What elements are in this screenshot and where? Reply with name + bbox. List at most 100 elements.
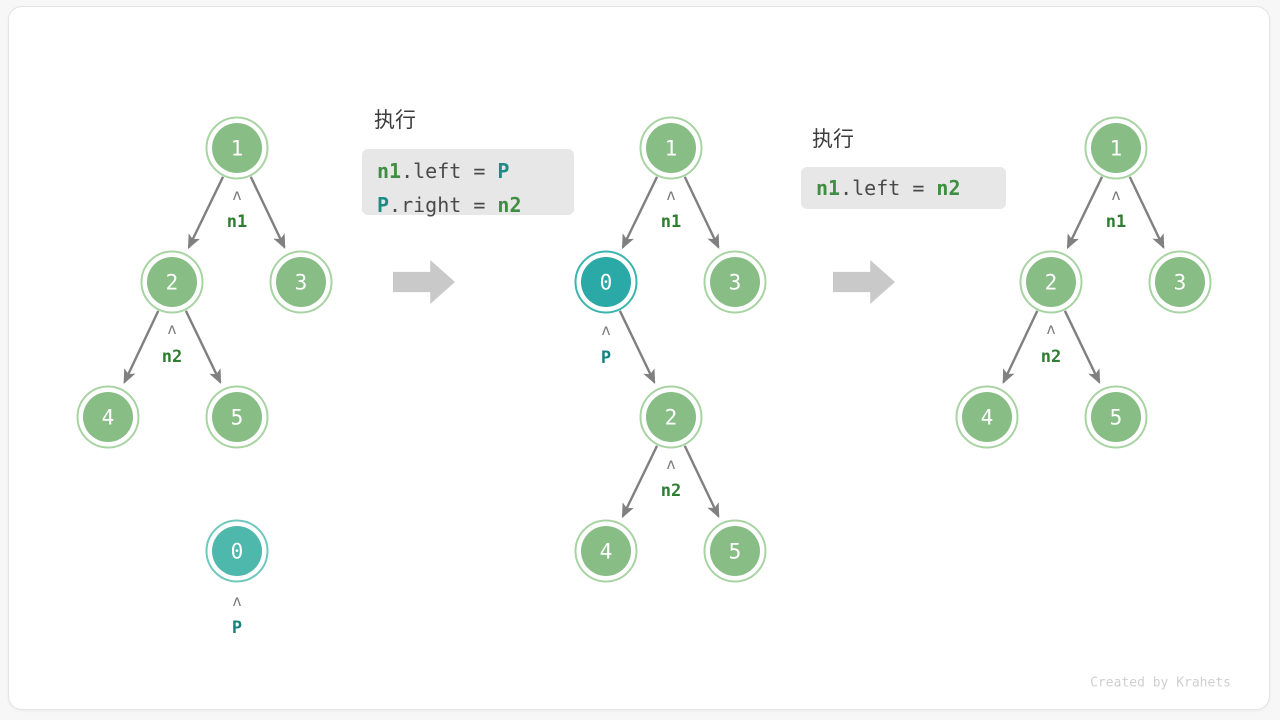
node-value: 2 — [166, 271, 179, 295]
tree-edge — [249, 176, 286, 249]
node-value: 2 — [665, 406, 678, 430]
pointer-caret-icon: ʌ — [167, 320, 176, 338]
node-value: 5 — [729, 540, 742, 564]
node-value: 0 — [231, 540, 244, 564]
node-value: 3 — [729, 271, 742, 295]
tree-node: 0 — [205, 519, 269, 583]
node-outer-ring — [703, 250, 767, 314]
pointer-caret-icon: ʌ — [666, 186, 675, 204]
tree-edge — [621, 176, 659, 250]
code-line: n1.left = P — [377, 159, 509, 183]
node-outer-ring — [205, 385, 269, 449]
tree-node: 5 — [1084, 385, 1148, 449]
tree-node: 1 — [205, 116, 269, 180]
pointer-label: n1 — [661, 212, 681, 232]
tree-edge — [683, 445, 720, 518]
node-outer-ring — [1148, 250, 1212, 314]
node-circle — [646, 392, 696, 442]
node-outer-ring — [639, 116, 703, 180]
node-outer-ring — [140, 250, 204, 314]
node-outer-ring — [1019, 250, 1083, 314]
flow-arrow-1 — [393, 260, 455, 304]
tree-edge — [621, 445, 659, 519]
tree-edge — [187, 176, 225, 250]
tree-node: 2 — [1019, 250, 1083, 314]
tree-edge — [184, 310, 222, 385]
tree-node: 0 — [574, 250, 638, 314]
tree-node: 4 — [76, 385, 140, 449]
node-value: 1 — [231, 137, 244, 161]
tree-node: 3 — [703, 250, 767, 314]
flow-arrow-2 — [833, 260, 895, 304]
node-value: 4 — [600, 540, 613, 564]
pointer-label: n1 — [227, 212, 247, 232]
tree-node: 2 — [639, 385, 703, 449]
pointer-label: P — [232, 618, 242, 638]
node-circle — [1155, 257, 1205, 307]
node-circle — [212, 526, 262, 576]
tree-node: 2 — [140, 250, 204, 314]
node-value: 4 — [981, 406, 994, 430]
tree-node: 4 — [574, 519, 638, 583]
tree-edge — [1002, 310, 1039, 384]
node-circle — [646, 123, 696, 173]
code-token: .right = — [389, 193, 497, 217]
node-circle — [581, 257, 631, 307]
tree-edge — [683, 176, 720, 249]
code-block — [362, 149, 574, 215]
credit-text: Created by Krahets — [1090, 676, 1231, 691]
tree-node: 3 — [269, 250, 333, 314]
node-outer-ring — [76, 385, 140, 449]
node-outer-ring — [955, 385, 1019, 449]
pointer-caret-icon: ʌ — [666, 455, 675, 473]
pointer-label: n2 — [1041, 347, 1061, 367]
node-value: 5 — [1110, 406, 1123, 430]
code-token: .left = — [840, 176, 936, 200]
tree-edge — [1128, 176, 1165, 249]
node-circle — [1091, 123, 1141, 173]
tree-node: 5 — [205, 385, 269, 449]
pointer-label: n2 — [162, 347, 182, 367]
tree-edge — [123, 310, 160, 384]
node-circle — [212, 123, 262, 173]
node-outer-ring — [574, 250, 638, 314]
node-outer-ring — [269, 250, 333, 314]
node-value: 3 — [1174, 271, 1187, 295]
tree-edge — [1066, 176, 1104, 250]
tree-node: 1 — [639, 116, 703, 180]
node-value: 1 — [665, 137, 678, 161]
pointer-caret-icon: ʌ — [601, 321, 610, 339]
pointer-caret-icon: ʌ — [1046, 320, 1055, 338]
node-circle — [581, 526, 631, 576]
node-value: 4 — [102, 406, 115, 430]
code-token: P — [497, 159, 509, 183]
node-circle — [1026, 257, 1076, 307]
tree-node: 5 — [703, 519, 767, 583]
node-outer-ring — [639, 385, 703, 449]
annotation-title: 执行 — [374, 108, 416, 132]
node-outer-ring — [205, 116, 269, 180]
pointer-caret-icon: ʌ — [232, 186, 241, 204]
code-annotations-layer: 执行 n1.left = PP.right = n2 执行 n1.left = n2 — [362, 108, 1006, 217]
node-circle — [276, 257, 326, 307]
code-token: n2 — [936, 176, 960, 200]
code-line: n1.left = n2 — [816, 176, 961, 200]
annotation-title: 执行 — [812, 127, 854, 151]
flow-arrows-layer — [393, 260, 895, 304]
node-circle — [147, 257, 197, 307]
tree-edge — [1063, 310, 1101, 385]
code-token: .left = — [401, 159, 497, 183]
node-circle — [710, 257, 760, 307]
tree-edges-layer — [123, 176, 1165, 519]
node-circle — [710, 526, 760, 576]
node-circle — [962, 392, 1012, 442]
pointer-caret-icon: ʌ — [232, 592, 241, 610]
node-circle — [1091, 392, 1141, 442]
node-value: 1 — [1110, 137, 1123, 161]
node-outer-ring — [574, 519, 638, 583]
node-circle — [83, 392, 133, 442]
